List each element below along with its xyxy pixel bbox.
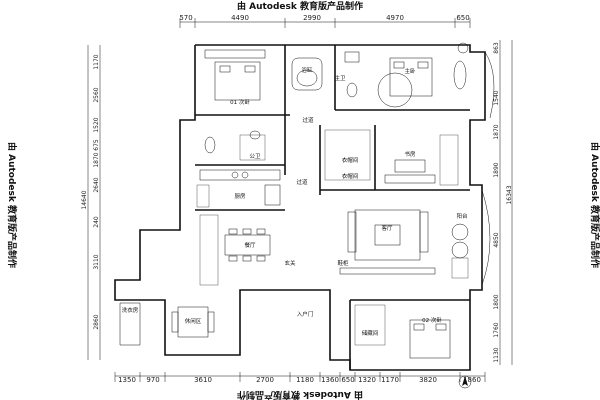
watermark-right: 由 Autodesk 教育版产品制作 [589, 142, 600, 268]
label-kitchen: 厨房 [234, 192, 246, 200]
furniture [119, 42, 469, 359]
top-dimension-line: 570 4490 2990 4970 650 [179, 14, 471, 28]
dim-right-7: 1130 [493, 347, 500, 362]
label-drawer: 鞋柜 [337, 259, 349, 267]
dim-left-2: 1520 [93, 117, 100, 132]
dim-right-6: 1760 [493, 322, 500, 337]
dim-bottom-1: 970 [146, 376, 159, 384]
dim-bottom-9: 3820 [419, 376, 437, 384]
label-wardrobe1: 衣帽间 [342, 156, 359, 164]
label-dining: 餐厅 [244, 241, 256, 249]
room-labels: 01 次卧 浴缸 主卫 主卧 过道 公卫 厨房 书房 衣帽间 衣帽间 过道 客厅… [122, 66, 468, 337]
dim-right-2: 1870 [493, 124, 500, 139]
label-entry: 玄关 [284, 259, 296, 267]
label-study: 书房 [404, 150, 416, 158]
dim-bottom-10: 1860 [463, 376, 481, 384]
dim-top-4: 650 [456, 14, 469, 22]
dim-bottom-3: 2700 [256, 376, 274, 384]
label-hall: 过道 [296, 178, 308, 186]
label-laundry: 洗衣房 [122, 306, 139, 314]
dim-right-3: 1890 [493, 162, 500, 177]
label-bedroom2: 01 次卧 [230, 98, 250, 106]
dim-bottom-0: 1350 [118, 376, 136, 384]
dim-left-9: 2860 [93, 314, 100, 329]
dim-left-0: 1170 [93, 54, 100, 69]
dim-right-0: 1540 [493, 90, 500, 105]
label-leisure: 休闲区 [185, 317, 202, 325]
watermark-bottom: 由 Autodesk 教育版产品制作 [237, 389, 363, 400]
dim-top-2: 2990 [303, 14, 321, 22]
dim-top-3: 4970 [386, 14, 404, 22]
outer-walls [114, 44, 495, 371]
dim-left-4: 675 [93, 139, 100, 151]
dim-bottom-4: 1180 [296, 376, 314, 384]
dim-right-4: 4850 [493, 232, 500, 247]
right-dimension-line: 863 16343 1540 1870 1890 4850 1800 1760 … [493, 40, 513, 365]
left-dimension-line: 1170 2560 1520 1870 675 2640 14640 240 3… [81, 45, 101, 360]
dim-bottom-6: 650 [341, 376, 354, 384]
dim-left-1: 2560 [93, 87, 100, 102]
watermark-top: 由 Autodesk 教育版产品制作 [237, 0, 363, 12]
dim-bottom-8: 1170 [381, 376, 399, 384]
watermark-left: 由 Autodesk 教育版产品制作 [6, 142, 18, 268]
label-public-bath: 公卫 [249, 153, 261, 160]
dim-top-1: 4490 [231, 14, 249, 22]
dim-bottom-2: 3610 [194, 376, 212, 384]
label-bathtub: 浴缸 [301, 66, 313, 74]
label-bath: 主卫 [334, 74, 346, 82]
label-bedroom3: 02 次卧 [422, 316, 442, 324]
dim-left-6: 14640 [81, 190, 88, 209]
dim-right-outer-0: 863 [493, 42, 500, 54]
label-master-bed: 主卧 [404, 67, 416, 75]
dim-bottom-7: 1320 [358, 376, 376, 384]
dim-right-outer-1: 16343 [506, 185, 513, 204]
label-wardrobe2: 衣帽间 [342, 172, 359, 180]
dim-left-8: 3110 [93, 254, 100, 269]
interior-walls [195, 45, 470, 370]
dim-bottom-5: 1360 [321, 376, 339, 384]
label-entry2: 入户门 [297, 310, 314, 318]
dim-left-5: 2640 [93, 177, 100, 192]
label-storage: 储藏间 [362, 329, 379, 337]
label-living: 客厅 [381, 224, 393, 232]
label-corridor: 过道 [302, 116, 314, 124]
dim-right-5: 1800 [493, 294, 500, 309]
label-balcony: 阳台 [456, 212, 468, 220]
dim-top-0: 570 [179, 14, 192, 22]
bottom-dimension-line: 1350 970 3610 2700 1180 1360 650 1320 11… [114, 372, 486, 384]
dim-left-3: 1870 [93, 152, 100, 167]
north-arrow-icon [458, 375, 472, 389]
dim-left-7: 240 [93, 216, 100, 228]
